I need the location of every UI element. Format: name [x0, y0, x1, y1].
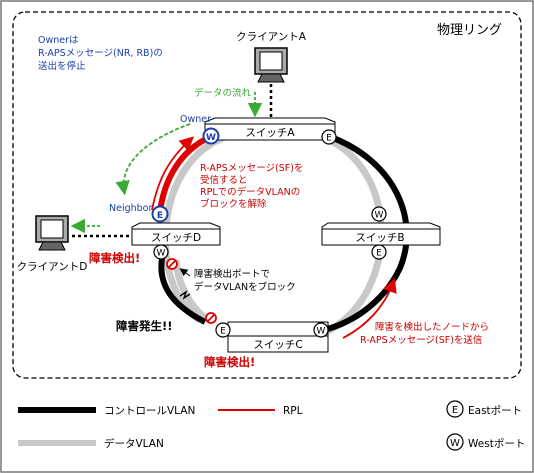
switch-a[interactable]: スイッチA: [204, 117, 336, 141]
rpl-segment: [157, 133, 214, 213]
block-note: 障害検出ポートで データVLANをブロック: [194, 268, 296, 293]
send-note: 障害を検出したノードから R-APSメッセージ(SF)を送信: [360, 321, 489, 346]
owner-note-line3: 送出を停止: [38, 60, 86, 72]
switch-a-label: スイッチA: [245, 127, 295, 139]
port-a-east[interactable]: E: [321, 129, 337, 145]
physical-ring-frame: [12, 11, 522, 379]
legend-west-letter: W: [450, 438, 460, 449]
port-c-east[interactable]: E: [215, 322, 231, 338]
owner-note-line2: R-APSメッセージ(NR, RB)の: [38, 48, 163, 59]
port-d-west-letter: W: [157, 249, 166, 259]
legend-west-port-icon: W: [446, 433, 464, 451]
send-note-line1: 障害を検出したノードから: [375, 321, 489, 333]
owner-note-line1: Ownerは: [38, 35, 79, 46]
port-b-east-letter: E: [376, 249, 382, 259]
frame-title: 物理リング: [437, 23, 502, 38]
raps-receive-line1: R-APSメッセージ(SF)を: [200, 163, 303, 174]
legend-east-label: Eastポート: [468, 405, 522, 417]
port-a-east-letter: E: [326, 134, 332, 144]
switch-c-label: スイッチC: [253, 339, 302, 351]
port-b-east[interactable]: E: [371, 244, 387, 260]
block-icon-d: [166, 258, 178, 270]
data-flow-arrow-left: [115, 123, 191, 196]
switch-b[interactable]: スイッチB: [321, 222, 441, 246]
block-icon-c: [205, 312, 217, 324]
neighbor-label: Neighbor: [109, 203, 152, 214]
port-d-east[interactable]: E: [151, 205, 169, 223]
port-a-west[interactable]: W: [202, 127, 220, 145]
switch-d-label: スイッチD: [151, 232, 201, 244]
raps-receive-line2: 受信すると: [200, 174, 248, 186]
legend-rpl-label: RPL: [283, 405, 303, 417]
control-vlan-left-lower: [158, 257, 207, 325]
port-b-west[interactable]: W: [371, 206, 387, 222]
raps-arrow-rpl: [151, 136, 194, 211]
block-note-line1: 障害検出ポートで: [194, 268, 270, 280]
client-d-label: クライアントD: [17, 261, 88, 273]
raps-receive-line3: RPLでのデータVLANの: [200, 186, 300, 198]
data-flow-label: データの流れ: [194, 87, 252, 99]
port-c-west-letter: W: [317, 327, 326, 337]
client-a[interactable]: クライアントA: [236, 31, 307, 83]
port-d-west[interactable]: W: [153, 244, 169, 260]
block-note-line2: データVLANをブロック: [194, 281, 296, 293]
client-d[interactable]: クライアントD: [17, 215, 88, 273]
port-b-west-letter: W: [375, 211, 384, 221]
legend-east-letter: E: [452, 405, 458, 416]
fault-occur-label: 障害発生!!: [116, 319, 173, 333]
block-note-arrow: [179, 268, 191, 277]
fault-break-icon: [179, 290, 191, 300]
port-a-west-letter: W: [206, 133, 216, 143]
raps-receive-note: R-APSメッセージ(SF)を 受信すると RPLでのデータVLANの ブロック…: [200, 163, 303, 210]
fault-detect-c: 障害検出!: [204, 355, 255, 369]
port-d-east-letter: E: [157, 211, 163, 221]
raps-receive-line4: ブロックを解除: [200, 198, 267, 210]
raps-send-arrow: [342, 277, 397, 339]
control-vlan-right: [323, 133, 410, 333]
switch-d[interactable]: スイッチD: [131, 222, 221, 246]
legend-east-port-icon: E: [446, 400, 464, 418]
fault-detect-d: 障害検出!: [89, 251, 140, 265]
port-c-east-letter: E: [220, 327, 226, 337]
switch-b-label: スイッチB: [355, 232, 404, 244]
send-note-line2: R-APSメッセージ(SF)を送信: [360, 334, 482, 346]
owner-label: Owner: [180, 114, 211, 125]
owner-note: Ownerは R-APSメッセージ(NR, RB)の 送出を停止: [38, 35, 163, 72]
client-a-label: クライアントA: [236, 31, 307, 43]
legend-west-label: Westポート: [468, 438, 525, 450]
legend-control-label: コントロールVLAN: [104, 405, 195, 417]
legend: コントロールVLAN RPL データVLAN E Eastポート W Westポ…: [18, 400, 525, 451]
switch-c[interactable]: スイッチC: [227, 321, 329, 353]
legend-data-label: データVLAN: [104, 437, 164, 450]
port-c-west[interactable]: W: [313, 322, 329, 338]
